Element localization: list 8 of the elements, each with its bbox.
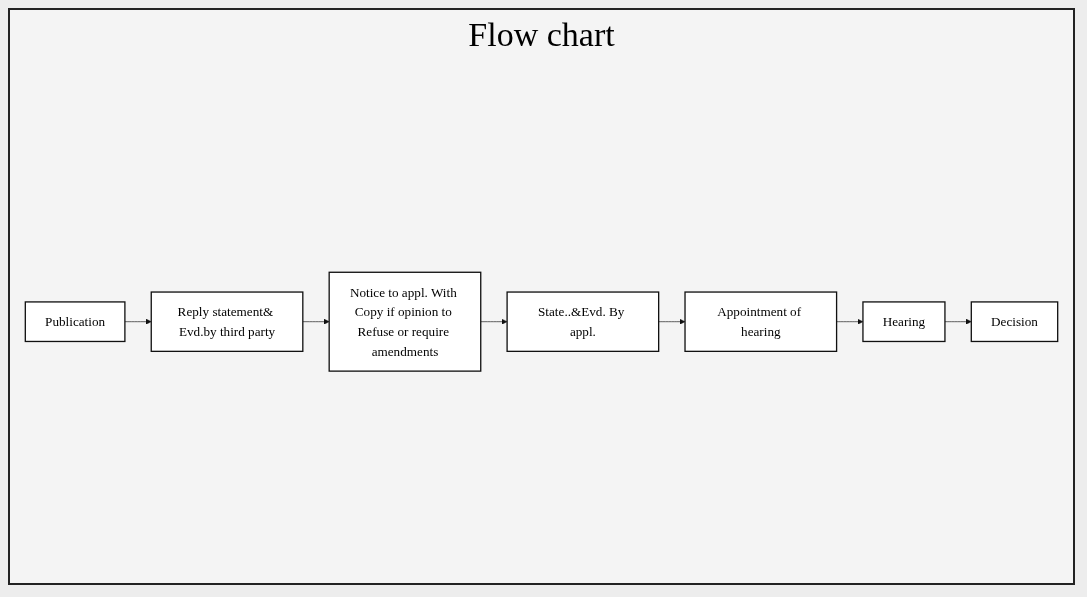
node-box: State..&Evd. By appl. (506, 291, 660, 352)
node-box: Hearing (862, 301, 946, 342)
chart-title: Flow chart (468, 16, 615, 54)
node-box: Appointment of hearing (684, 291, 838, 352)
node-box: Decision (970, 301, 1059, 342)
node-box: Notice to appl. With Copy if opinion to Refuse or require amendments (328, 271, 482, 372)
node-box: Reply statement& Evd.by third party (150, 291, 304, 352)
node-box: Publication (24, 301, 126, 342)
